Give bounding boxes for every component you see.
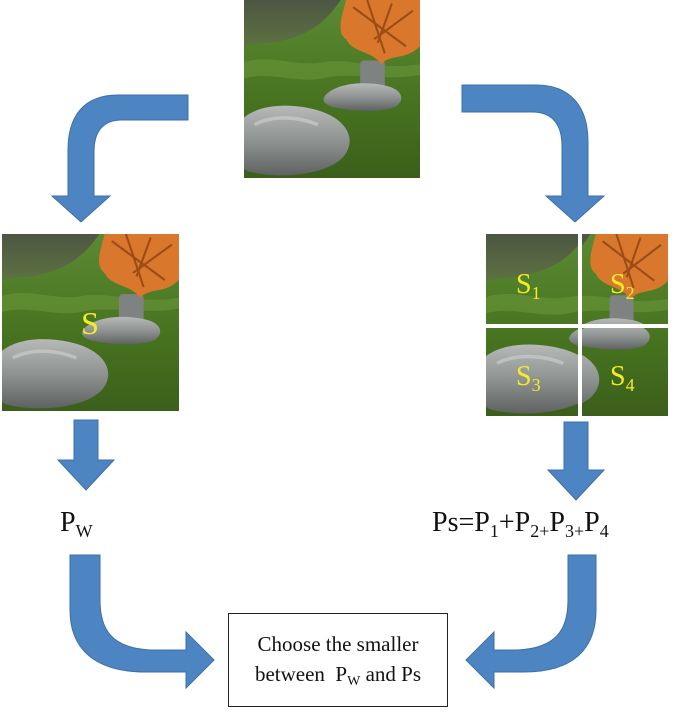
ps-sub-4: 4 — [599, 521, 609, 541]
ps-formula: Ps=P1+P2+P3+P4 — [432, 507, 609, 542]
split-label-s2: S2 — [610, 269, 635, 303]
ps-term-1: P — [474, 507, 490, 538]
svg-text:S1: S1 — [516, 269, 541, 303]
ps-equals: = — [458, 507, 475, 538]
ps-term-2: P — [514, 507, 531, 538]
arrow-bottom-right — [465, 554, 597, 690]
svg-text:S4: S4 — [610, 361, 635, 395]
decision-box: Choose the smaller between PW and Ps — [228, 613, 448, 707]
pw-sub: W — [75, 521, 93, 541]
decision-line-2-sub: W — [347, 674, 361, 689]
split-label-s3: S3 — [516, 361, 541, 395]
ps-sub-2: 2+ — [530, 521, 550, 541]
decision-line-2-end: Ps — [401, 662, 422, 686]
decision-line-2-prefix: between P — [254, 662, 348, 686]
arrow-mid-left — [56, 419, 116, 491]
arrow-top-right — [461, 84, 606, 223]
ps-term-4: P — [584, 507, 600, 538]
arrow-top-left — [50, 94, 189, 223]
ps-term-3: P — [549, 507, 565, 538]
pw-formula: PW — [60, 507, 93, 542]
svg-text:S3: S3 — [516, 361, 541, 395]
split-label-s1: S1 — [516, 269, 541, 303]
whole-block-label: S — [81, 305, 99, 341]
svg-text:S2: S2 — [610, 269, 635, 303]
decision-line-2: between PW and Ps — [229, 659, 447, 697]
arrow-mid-right — [546, 421, 606, 501]
ps-sub-1: 1 — [489, 521, 499, 541]
ps-plus: + — [498, 507, 515, 538]
split-blocks-image — [486, 234, 668, 416]
source-image — [244, 0, 420, 178]
pw-main: P — [60, 507, 76, 538]
decision-line-1: Choose the smaller — [257, 632, 419, 656]
decision-line-2-mid: and — [360, 662, 402, 686]
arrow-bottom-left — [69, 554, 215, 690]
ps-sub-3: 3+ — [564, 521, 585, 541]
split-label-s4: S4 — [610, 361, 635, 395]
ps-lhs: Ps — [432, 507, 459, 538]
